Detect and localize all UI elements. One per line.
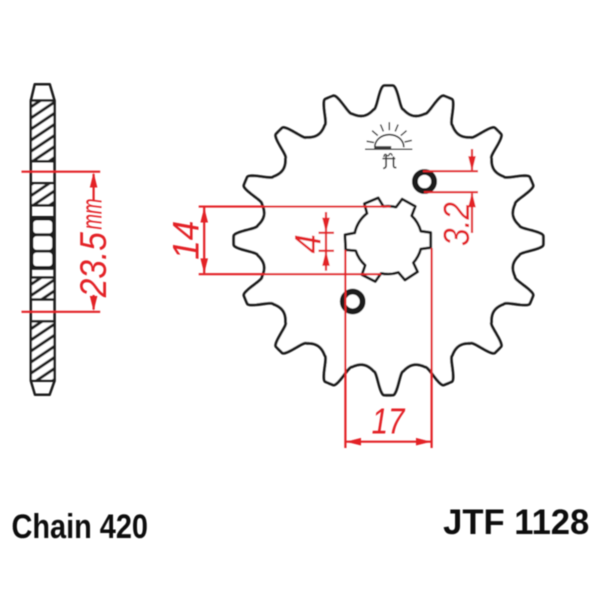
svg-text:JTF 1128: JTF 1128 [443,503,589,542]
svg-text:3.2: 3.2 [437,202,477,246]
svg-text:mm: mm [76,199,108,230]
svg-text:Chain 420: Chain 420 [12,507,149,546]
svg-text:14: 14 [165,221,207,260]
svg-text:23.5: 23.5 [73,232,114,298]
svg-text:4: 4 [288,234,329,253]
svg-text:17: 17 [372,401,406,441]
